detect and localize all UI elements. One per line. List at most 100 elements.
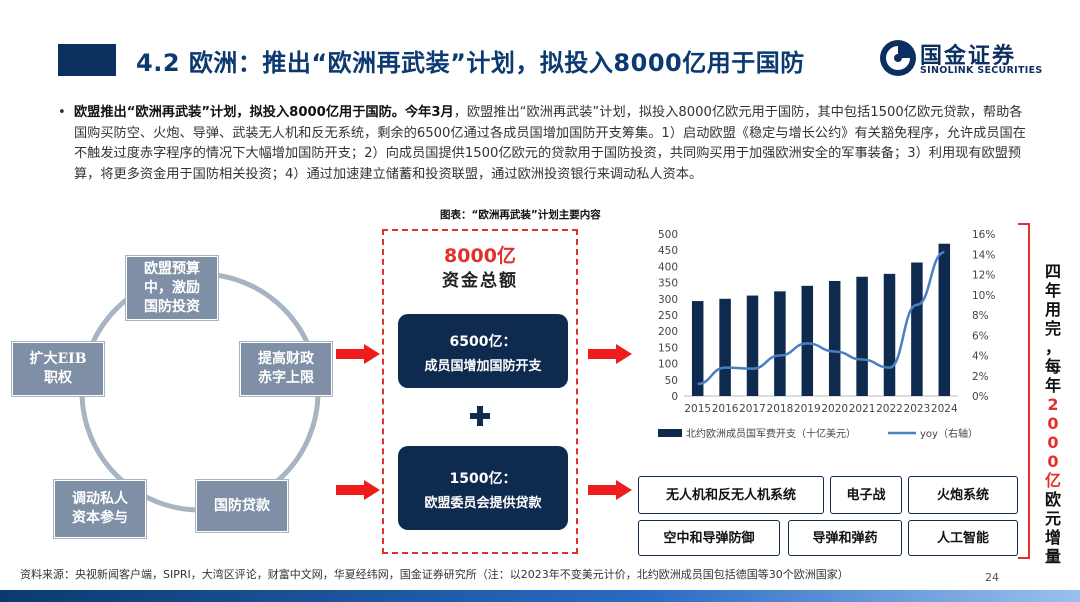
fund-part1-desc: 成员国增加国防开支: [424, 359, 542, 374]
y-right-tick-label: 16%: [972, 229, 995, 241]
tag-ai: 人工智能: [908, 520, 1018, 556]
side-bracket: [1018, 223, 1030, 559]
x-tick-label: 2018: [767, 403, 794, 415]
bar-2016: [719, 298, 731, 396]
x-tick-label: 2024: [931, 403, 958, 415]
y-left-tick-label: 250: [658, 310, 678, 322]
legend-bar-swatch: [658, 429, 682, 437]
x-tick-label: 2017: [739, 403, 766, 415]
yoy-line: [697, 250, 945, 386]
bar-2023: [911, 262, 923, 396]
page-title: 4.2 欧洲：推出“欧洲再武装”计划，拟投入8000亿用于国防: [136, 49, 805, 77]
plus-icon: [470, 406, 490, 426]
legend-bar-label: 北约欧洲成员国军费开支（十亿美元）: [686, 427, 856, 440]
military-spending-chart: 0 50 100 150 200 250 300 350 400 450 500 0% 2% 4% 6% 8%…: [658, 229, 995, 440]
side-note-highlight-char: 亿: [1044, 471, 1061, 490]
y-left-tick-label: 200: [658, 326, 678, 338]
bar-2017: [746, 295, 759, 396]
side-note-char: 完: [1044, 319, 1061, 338]
tag-drone-systems: 无人机和反无人机系统: [638, 476, 824, 514]
y-right-tick-label: 6%: [972, 330, 989, 342]
x-tick-label: 2022: [876, 403, 903, 415]
side-note-highlight-char: 2: [1047, 395, 1059, 414]
sinolink-logo-icon: [880, 40, 916, 76]
side-note-char: 每: [1044, 357, 1061, 376]
side-note-highlight-char: 0: [1047, 414, 1059, 433]
bullet-text: ，欧盟推出“欧洲再武装”计划，拟投入8000亿欧元用于国防，其中包括1500亿欧…: [74, 105, 1026, 182]
legend-line-label: yoy（右轴）: [920, 427, 978, 440]
figure-title: 图表：“欧洲再武装”计划主要内容: [440, 209, 601, 221]
tag-missiles-ammo: 导弹和弹药: [788, 520, 902, 556]
bar-2015: [691, 301, 704, 396]
side-note-char: 四: [1044, 262, 1061, 281]
cycle-node-deficit: 提高财政赤字上限: [240, 342, 332, 396]
y-right-tick-label: 14%: [972, 249, 995, 261]
tag-electronic-warfare: 电子战: [830, 476, 902, 514]
side-note-highlight-char: 0: [1047, 452, 1059, 471]
fund-part2-amount: 1500亿：: [449, 471, 517, 487]
x-tick-label: 2020: [821, 403, 848, 415]
cycle-node-loans: 国防贷款: [196, 480, 288, 532]
cycle-diagram: 欧盟预算中，激励国防投资 提高财政赤字上限 国防贷款 调动私人资本参与 扩大EI…: [12, 230, 380, 570]
source-note: 资料来源：央视新闻客户端，SIPRI，大湾区评论，财富中文网，华夏经纬网，国金证…: [20, 568, 849, 581]
y-left-tick-label: 350: [658, 278, 678, 290]
x-tick-label: 2023: [904, 403, 931, 415]
bullet-paragraph: • 欧盟推出“欧洲再武装”计划，拟投入8000亿用于国防。今年3月，欧盟推出“欧…: [58, 103, 1034, 185]
bar-2024: [938, 243, 951, 396]
page-number: 24: [985, 571, 999, 584]
y-left-tick-label: 150: [658, 342, 678, 354]
fund-dashed-box: [382, 229, 578, 554]
y-right-tick-label: 2%: [972, 371, 989, 383]
tag-artillery: 火炮系统: [908, 476, 1018, 514]
y-right-tick-label: 12%: [972, 270, 995, 282]
arrow-right-icon: [588, 480, 632, 500]
side-note-char: 增: [1044, 528, 1061, 547]
y-left-tick-label: 0: [671, 391, 678, 403]
side-note-char: 用: [1044, 300, 1061, 319]
y-left-tick-label: 100: [658, 359, 678, 371]
fund-part1-amount: 6500亿：: [449, 334, 517, 350]
arrow-right-icon: [336, 344, 380, 364]
side-note-char: 量: [1044, 547, 1061, 566]
fund-part-eu-loan: 1500亿： 欧盟委员会提供贷款: [398, 446, 568, 530]
side-note-char: 年: [1044, 281, 1061, 300]
bar-2020: [828, 280, 841, 396]
x-tick-label: 2021: [849, 403, 876, 415]
side-note-char: 年: [1044, 376, 1061, 395]
bullet-dot-icon: •: [58, 105, 66, 120]
y-left-tick-label: 400: [658, 261, 678, 273]
fund-total: 8000亿: [444, 245, 516, 267]
footer-band: [0, 590, 1080, 602]
bullet-bold-lead: 欧盟推出“欧洲再武装”计划，拟投入8000亿用于国防。今年3月: [74, 105, 454, 120]
x-tick-label: 2019: [794, 403, 821, 415]
y-left-tick-label: 300: [658, 294, 678, 306]
cycle-node-budget: 欧盟预算中，激励国防投资: [126, 256, 218, 320]
y-right-tick-label: 4%: [972, 351, 989, 363]
bar-2022: [883, 273, 896, 396]
bar-2021: [856, 276, 868, 396]
y-left-tick-label: 500: [658, 229, 678, 241]
side-note-highlight-char: 0: [1047, 433, 1059, 452]
y-left-tick-label: 50: [665, 375, 678, 387]
title-accent-bar: [58, 44, 116, 76]
y-right-tick-label: 8%: [972, 310, 989, 322]
cycle-node-private-capital: 调动私人资本参与: [54, 480, 146, 538]
x-tick-label: 2015: [684, 403, 711, 415]
tag-air-missile-defense: 空中和导弹防御: [638, 520, 780, 556]
fund-total-label: 资金总额: [442, 271, 518, 291]
y-right-tick-label: 10%: [972, 290, 995, 302]
side-note-char: 欧: [1044, 490, 1061, 509]
fund-part2-desc: 欧盟委员会提供贷款: [424, 496, 542, 511]
x-tick-label: 2016: [712, 403, 739, 415]
side-note-char: 元: [1044, 509, 1061, 528]
y-right-tick-label: 0%: [972, 391, 989, 403]
y-left-tick-label: 450: [658, 245, 678, 257]
bar-2019: [801, 285, 814, 396]
bar-2018: [774, 291, 786, 396]
fund-part-national: 6500亿： 成员国增加国防开支: [398, 314, 568, 388]
logo-name: 国金证券: [920, 44, 1017, 69]
logo-subtitle: SINOLINK SECURITIES: [920, 65, 1043, 76]
side-note-char: ，: [1044, 338, 1061, 357]
